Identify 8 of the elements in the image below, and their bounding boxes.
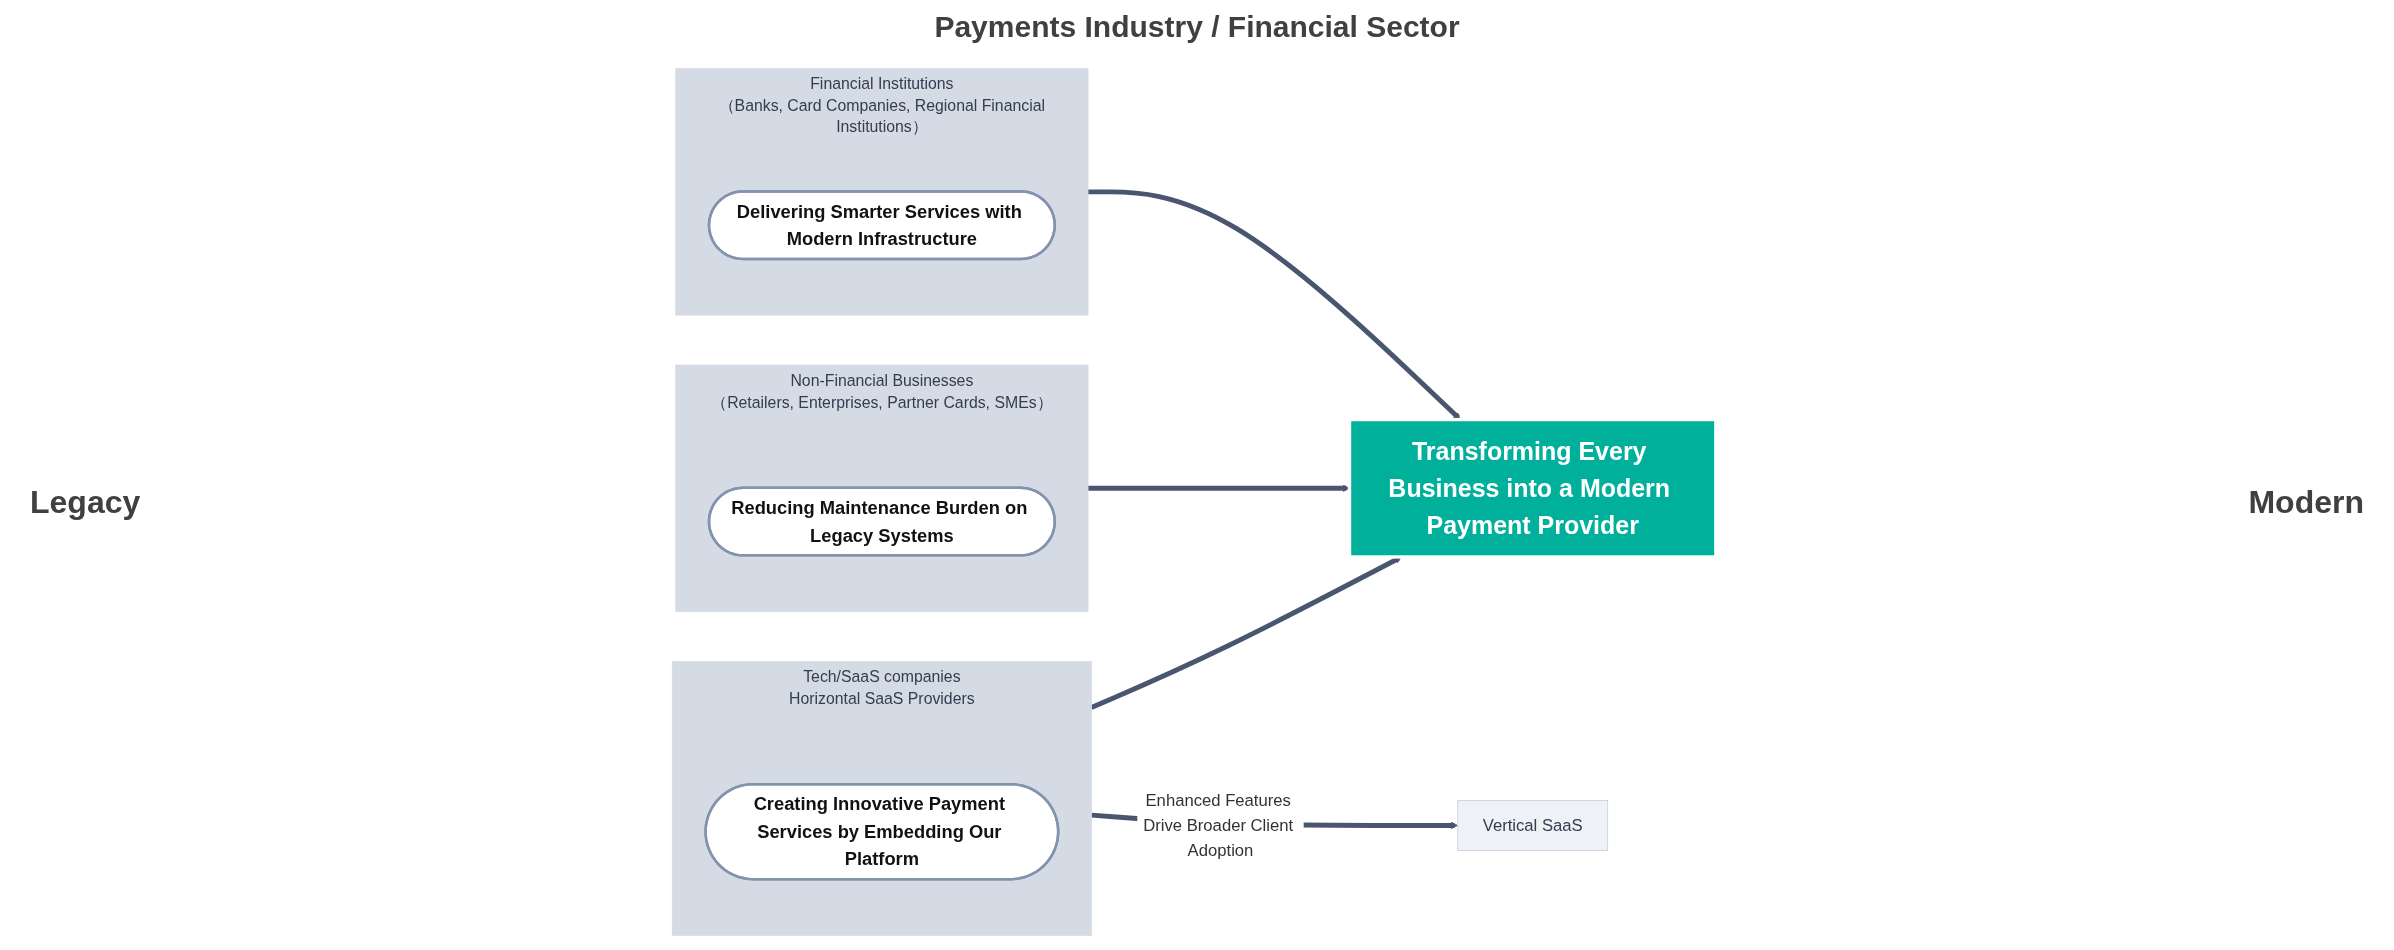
arrow: [1090, 556, 1403, 710]
edge-label: Enhanced Features Drive Broader Client Adoption: [1143, 791, 1294, 860]
axis-label: Modern: [2247, 483, 2365, 521]
axis-label: Legacy: [29, 483, 142, 521]
node-box: Transforming Every Business into a Modern Payment Provider: [1348, 417, 1718, 559]
axis-title: Payments Industry / Financial Sector: [934, 10, 1460, 44]
node-box: Vertical SaaS: [1457, 800, 1609, 851]
arrow: [1088, 189, 1461, 420]
